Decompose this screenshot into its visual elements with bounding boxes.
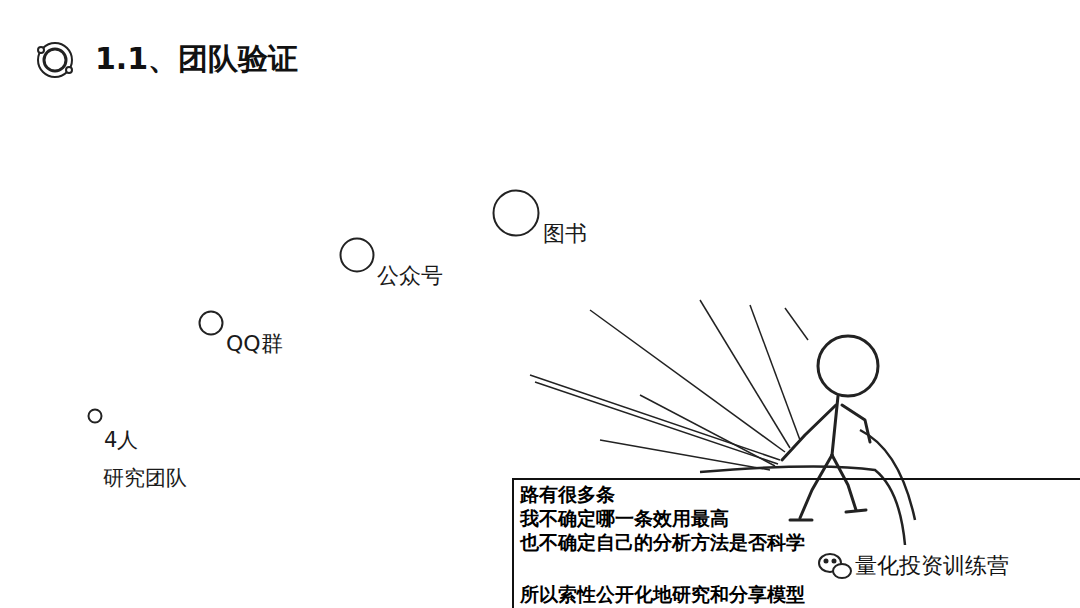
circle-shape — [341, 239, 374, 272]
subtitle-line: 所以索性公开化地研究和分享模型 — [520, 583, 805, 605]
light-rays — [530, 300, 808, 470]
road — [700, 430, 915, 545]
circle-outline — [491, 188, 541, 238]
circle-shape — [200, 312, 223, 335]
subtitle-line: 路有很多条 — [520, 483, 615, 505]
subtitle-box: 路有很多条我不确定哪一条效用最高也不确定自己的分析方法是否科学所以索性公开化地研… — [512, 478, 1080, 608]
circle-label: 研究团队 — [103, 466, 187, 490]
channel-circle: QQ群 — [199, 311, 223, 335]
circle-shape — [89, 410, 102, 423]
channel-circle: 公众号 — [340, 238, 374, 272]
circle-label: 公众号 — [377, 263, 443, 288]
circle-label: 4人 — [104, 428, 138, 452]
circle-shape — [494, 191, 539, 236]
channel-circle: 图书 — [493, 190, 539, 236]
subtitle-line: 也不确定自己的分析方法是否科学 — [520, 531, 805, 553]
circle-label: QQ群 — [226, 331, 283, 356]
circle-outline — [338, 236, 376, 274]
circle-label: 图书 — [543, 221, 587, 246]
channel-circle: 4人研究团队 — [88, 409, 102, 423]
watermark: 量化投资训练营 — [855, 553, 1009, 578]
slide-title: 1.1、团队验证 — [95, 42, 298, 77]
circle-outline — [197, 309, 225, 337]
walking-figure — [782, 336, 878, 520]
subtitle-line: 我不确定哪一条效用最高 — [520, 507, 729, 529]
circle-outline — [86, 407, 104, 425]
wechat-icon — [819, 554, 851, 578]
title-icon — [38, 43, 72, 77]
